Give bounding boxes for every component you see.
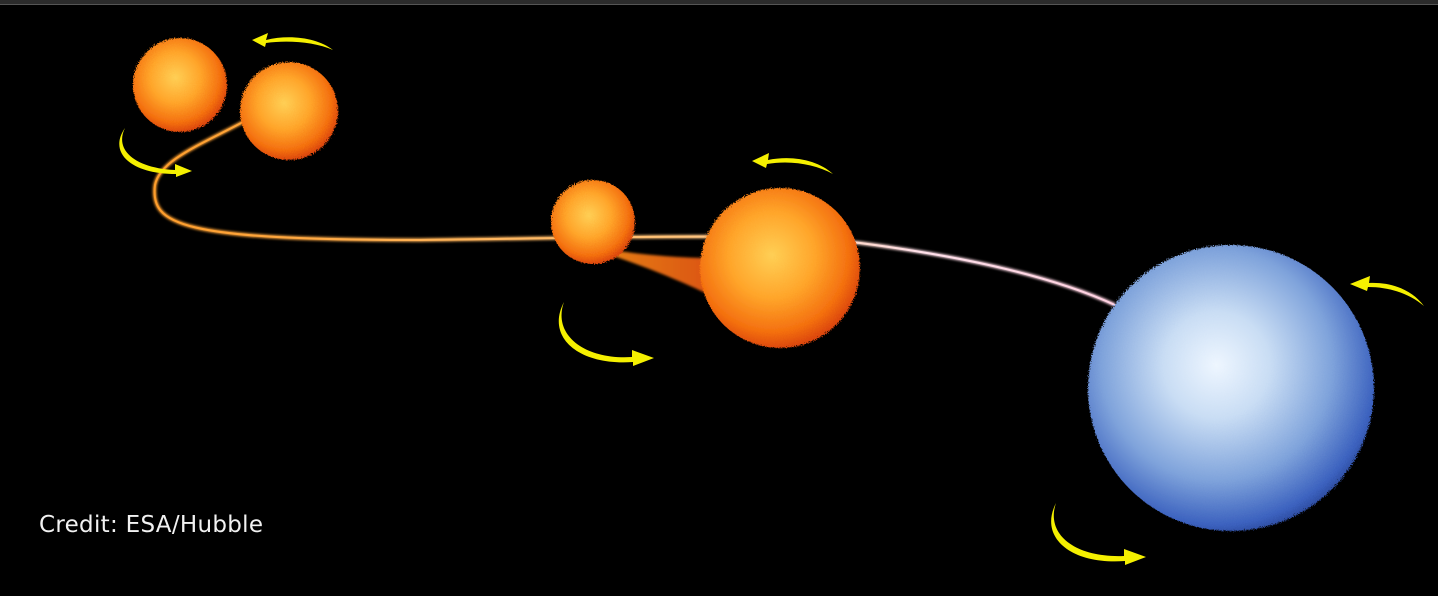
stage-3-blue-straggler — [1088, 245, 1374, 531]
curved-rotation-arrow-icon — [252, 33, 333, 50]
donor-star-small — [551, 180, 635, 264]
orange-star-small — [133, 38, 227, 132]
curved-rotation-arrow-icon — [558, 302, 654, 366]
curved-rotation-arrow-icon — [1350, 276, 1424, 306]
curved-rotation-arrow-icon — [119, 128, 192, 177]
image-credit: Credit: ESA/Hubble — [39, 512, 264, 538]
accretor-star-large — [700, 188, 860, 348]
blue-star — [1088, 245, 1374, 531]
orange-star-medium — [240, 62, 338, 160]
stage-2-mass-transfer — [551, 180, 860, 348]
curved-rotation-arrow-icon — [752, 153, 833, 174]
mass-transfer-stream — [610, 250, 720, 300]
stage-1-binary-pair — [133, 38, 338, 160]
curved-rotation-arrow-icon — [1051, 503, 1146, 565]
top-divider — [0, 0, 1438, 5]
